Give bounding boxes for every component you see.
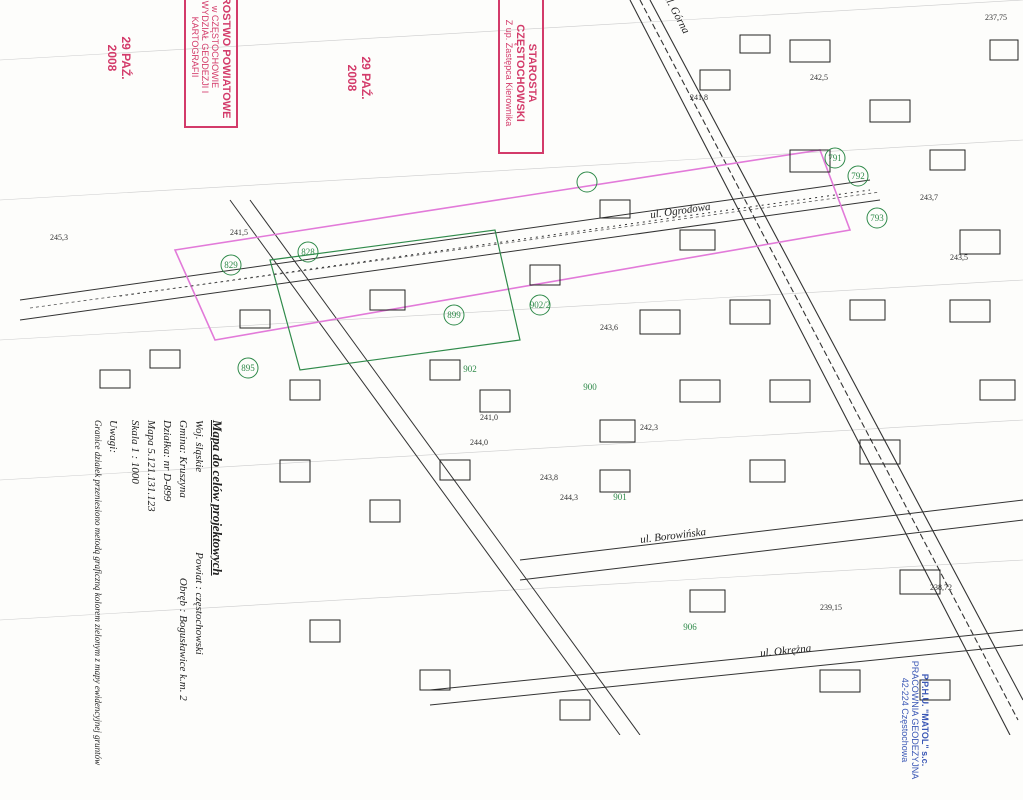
legend-row-woj: Woj. śląskiePowiat : częstochowski <box>193 420 205 765</box>
height-labels: 241,0 241,8 242,5 244,0 243,8 241,5 242,… <box>50 13 1007 612</box>
stamp-starostwo-city: w CZĘSTOCHOWIE <box>210 5 220 89</box>
stamp-date-2: 29 PAŹ. 2008 <box>341 39 377 117</box>
road-gorna <box>629 0 1023 735</box>
legend-gmina: Gmina: Kruszyna <box>177 420 189 498</box>
height-label: 239,15 <box>820 603 842 612</box>
height-label: 238,72 <box>930 583 952 592</box>
stamp-pracownia-sub: PRACOWNIA GEODEZYJNA <box>910 660 920 780</box>
road-okrezna <box>429 629 1023 706</box>
parcel-label: 792 <box>851 171 865 181</box>
stamp-pracownia-title: P.P.H.U. "MATOL" s.c. <box>920 673 930 767</box>
parcel-label: 902 <box>463 364 477 374</box>
legend-powiat: Powiat : częstochowski <box>193 552 205 655</box>
stamp-starosta-title: STAROSTA CZĘSTOCHOWSKI <box>514 24 538 122</box>
parcel-labels: 899 828 901 900 793 792 791 902 906 902/… <box>224 153 884 632</box>
stamp-pracownia-addr: 42-224 Częstochowa <box>900 677 910 763</box>
road-secondary <box>229 199 641 735</box>
buildings <box>99 34 1019 721</box>
stamp-starosta: STAROSTA CZĘSTOCHOWSKI Z up. Zastępca Ki… <box>498 0 544 154</box>
parcel-label: 895 <box>241 363 255 373</box>
height-label: 243,6 <box>600 323 618 332</box>
stamp-date-1-text: 29 PAŹ. 2008 <box>105 36 133 80</box>
height-label: 241,8 <box>690 93 708 102</box>
parcel-label: 906 <box>683 622 697 632</box>
parcel-label: 793 <box>870 213 884 223</box>
stamp-starostwo-dept: WYDZIAŁ GEODEZJI I KARTOGRAFII <box>190 0 210 94</box>
legend-obreb: Obręb : Bogusławice k.m. 2 <box>177 577 189 701</box>
height-label: 245,3 <box>50 233 68 242</box>
project-boundary <box>173 149 852 341</box>
height-label: 244,0 <box>470 438 488 447</box>
height-label: 243,5 <box>950 253 968 262</box>
parcel-label: 901 <box>613 492 627 502</box>
parcel-label: 829 <box>224 260 238 270</box>
parcel-label: 902/2 <box>530 300 551 310</box>
legend-skala: Skala 1 : 1000 <box>129 420 141 484</box>
parcel-label: 899 <box>447 310 461 320</box>
stamp-date-2-text: 29 PAŹ. 2008 <box>345 56 373 100</box>
height-label: 243,7 <box>920 193 938 202</box>
legend-dzialka: Działka: nr D-899 <box>161 420 173 502</box>
height-label: 243,8 <box>540 473 558 482</box>
height-label: 241,5 <box>230 228 248 237</box>
parcel-markers <box>220 147 888 379</box>
height-label: 241,0 <box>480 413 498 422</box>
legend-uwagi-label: Uwagi: <box>107 420 119 453</box>
fence <box>29 191 881 309</box>
legend-woj: Woj. śląskie <box>193 420 205 473</box>
parcel-label: 791 <box>828 153 842 163</box>
parcel-boundary <box>269 229 521 371</box>
stamp-starostwo-title: STAROSTWO POWIATOWE <box>220 0 232 119</box>
height-label: 242,3 <box>640 423 658 432</box>
legend-row-gmina: Gmina: KruszynaObręb : Bogusławice k.m. … <box>177 420 189 765</box>
height-label: 244,3 <box>560 493 578 502</box>
legend-title: Mapa do celów projektowych <box>210 420 225 576</box>
stamp-starosta-sub: Z up. Zastępca Kierownika <box>504 19 514 127</box>
stamp-date-1: 29 PAŹ. 2008 <box>101 19 137 97</box>
parcel-label: 828 <box>301 247 315 257</box>
cadastral-map: 899 828 901 900 793 792 791 902 906 902/… <box>0 0 1023 735</box>
legend-uwagi-text: Granice działek przeniesiono metodą graf… <box>93 420 103 766</box>
legend-mapa: Mapa 5.121.131.123 <box>145 420 157 512</box>
map-legend: Mapa do celów projektowych Woj. śląskieP… <box>93 420 225 765</box>
road-borowinska <box>519 499 1023 581</box>
parcel-label: 900 <box>583 382 597 392</box>
stamp-starostwo: STAROSTWO POWIATOWE w CZĘSTOCHOWIE WYDZI… <box>184 0 238 128</box>
height-label: 242,5 <box>810 73 828 82</box>
height-label: 237,75 <box>985 13 1007 22</box>
stamp-pracownia: P.P.H.U. "MATOL" s.c. PRACOWNIA GEODEZYJ… <box>900 640 930 800</box>
